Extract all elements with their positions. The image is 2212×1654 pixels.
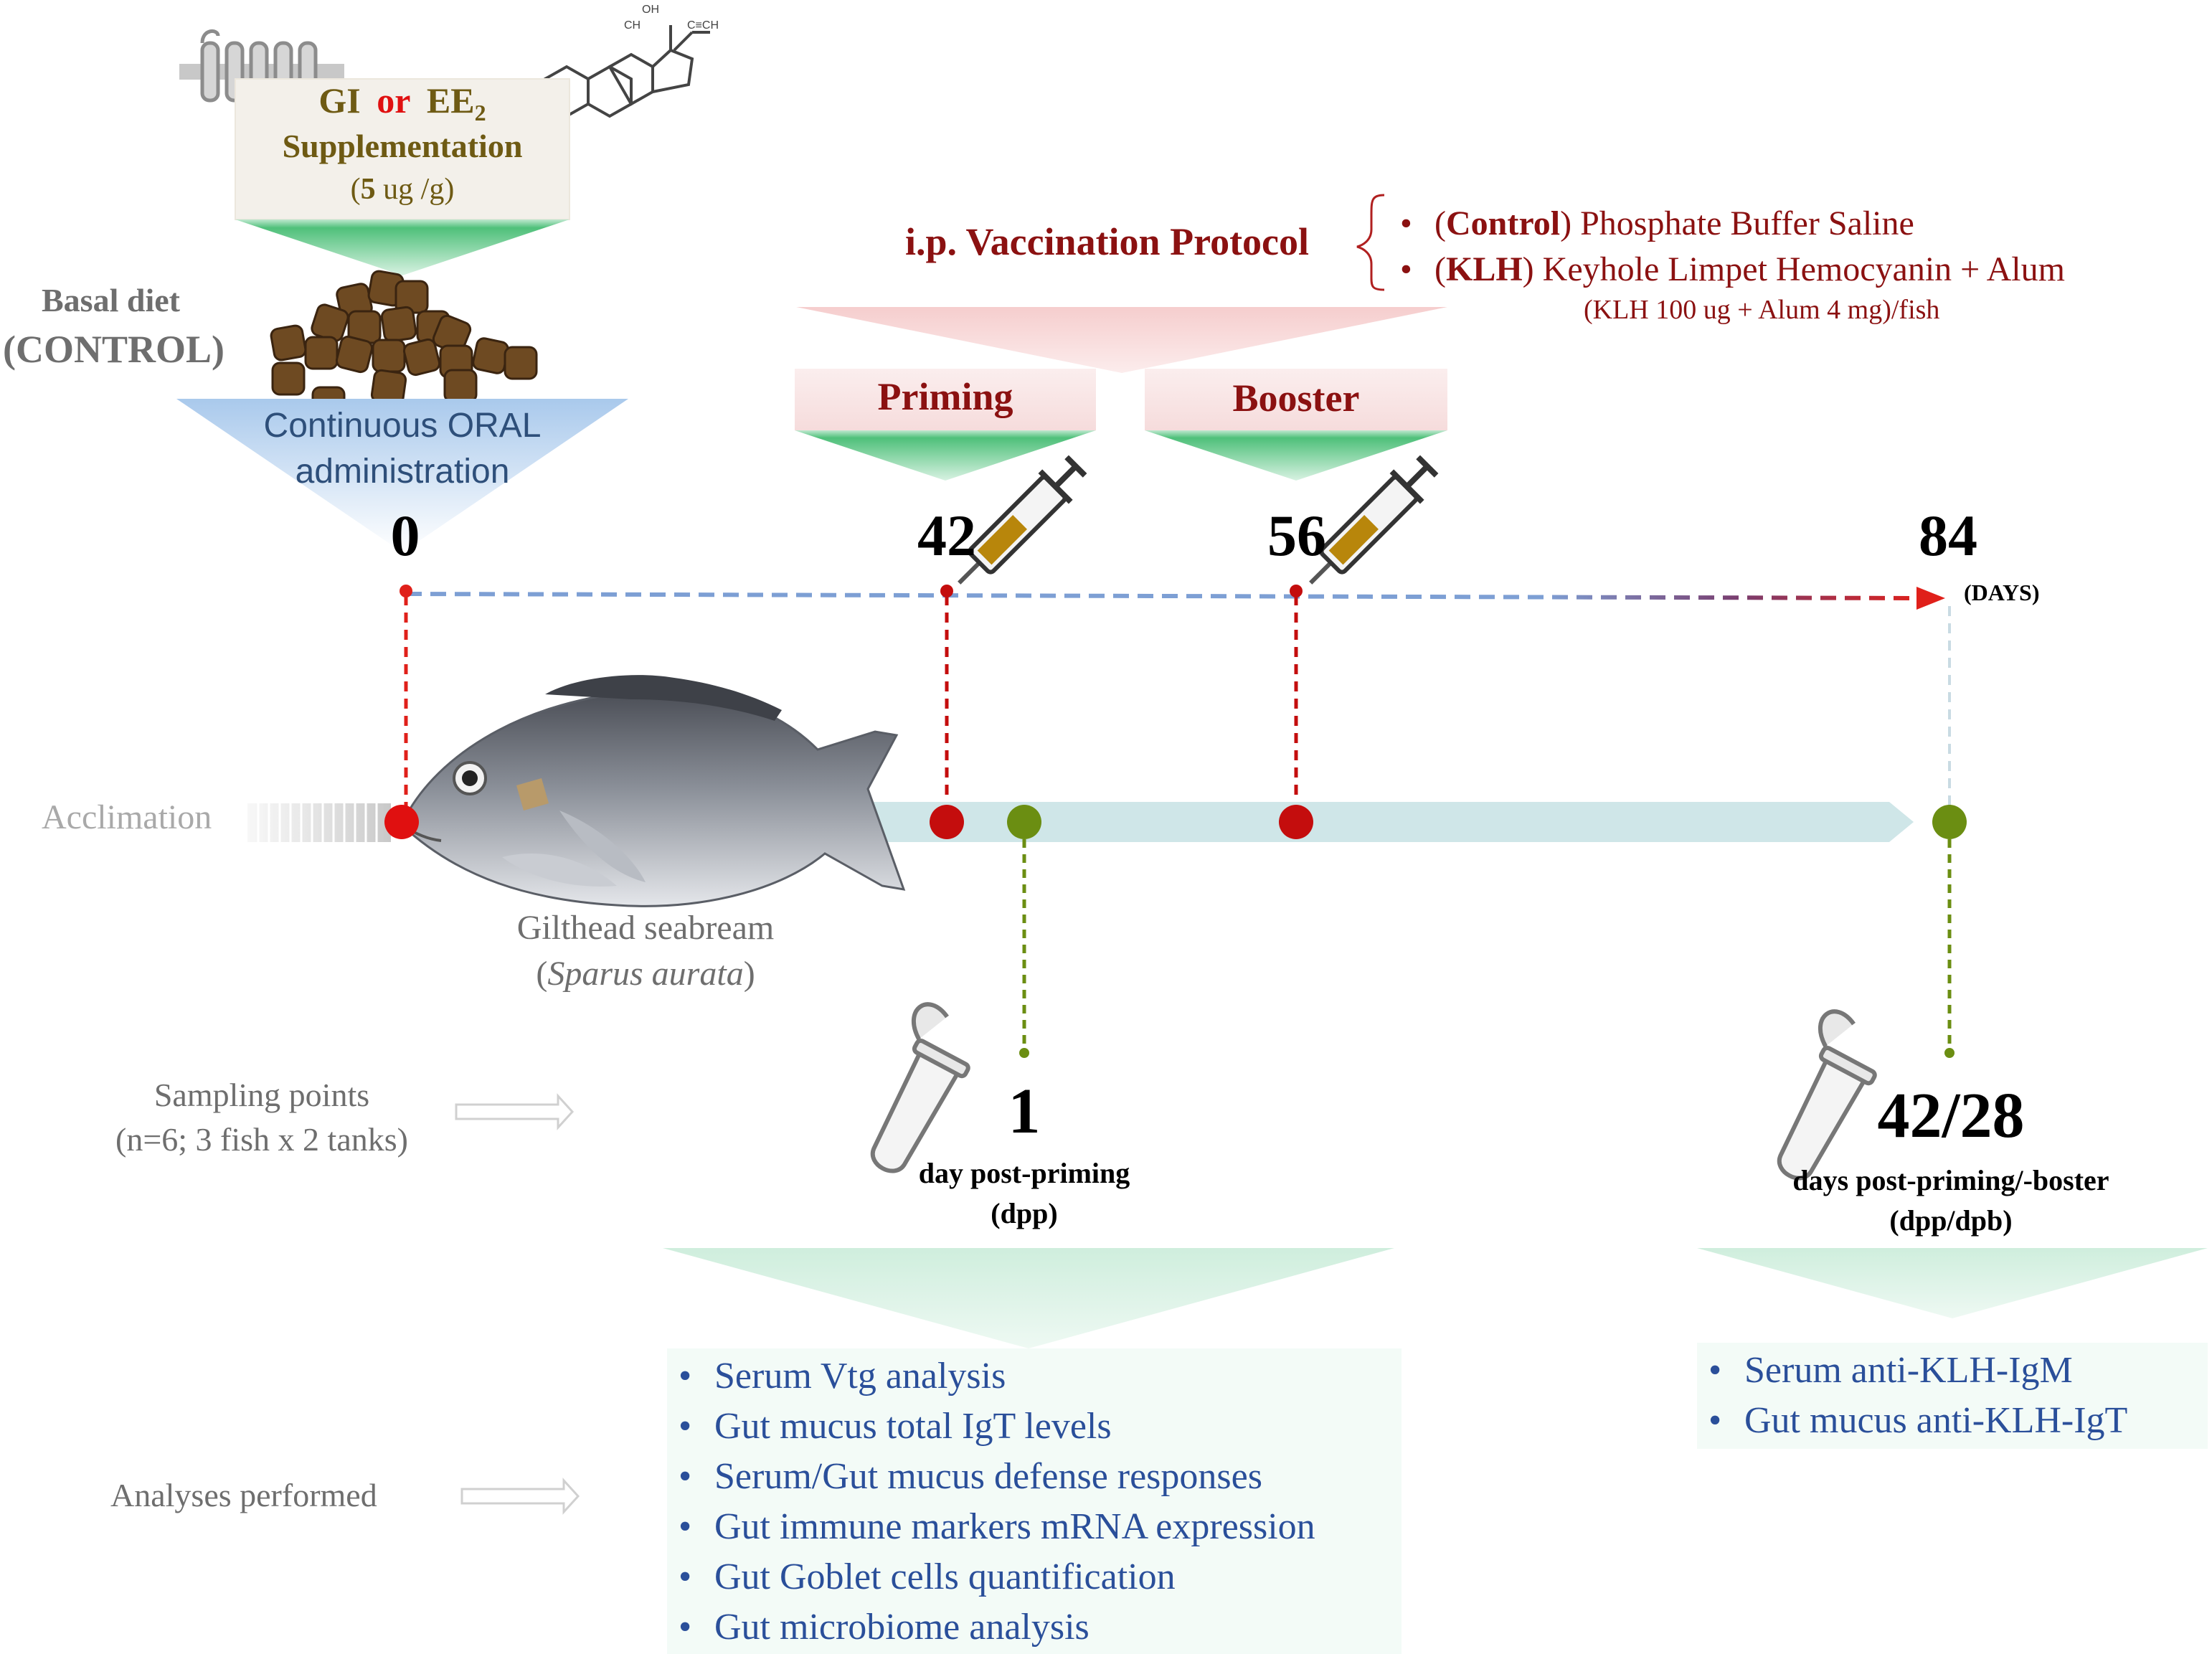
supplement-dose: (5 ug /g) <box>350 173 455 206</box>
sample-tube-icon <box>870 1002 970 1173</box>
klh-label: KLH <box>1445 250 1523 288</box>
fish-common-name: Gilthead seabream <box>516 909 775 947</box>
syringe-icon <box>1309 455 1439 585</box>
fish-icon <box>400 675 906 907</box>
day0-dot <box>400 585 412 597</box>
analysis-item: Gut immune markers mRNA expression <box>673 1502 1315 1552</box>
sampling1-line2: (dpp) <box>991 1197 1058 1229</box>
supplementation-label: Supplementation <box>282 128 523 164</box>
day-84-label: 84 <box>1919 503 1977 568</box>
analyses-right-funnel <box>1697 1248 2208 1318</box>
sampling2-line2: (dpp/dpb) <box>1889 1204 2013 1237</box>
booster-funnel <box>1145 430 1447 481</box>
sampling-arrow-icon <box>455 1093 575 1130</box>
day56-dot <box>1290 585 1303 597</box>
dose-unit: ug /g <box>383 173 445 206</box>
day0-marker <box>384 805 419 839</box>
estradiol-molecule-icon <box>544 25 710 118</box>
svg-text:CH: CH <box>624 19 641 32</box>
analyses-left-funnel <box>663 1248 1394 1348</box>
sampling-label-line1: Sampling points <box>153 1077 370 1113</box>
vaccination-note: (KLH 100 ug + Alum 4 mg)/fish <box>1584 295 1940 325</box>
sampling1-marker <box>1007 805 1041 839</box>
analyses-left-list: Serum Vtg analysis Gut mucus total IgT l… <box>673 1351 1315 1653</box>
control-label: Control <box>1445 204 1561 242</box>
ee-subscript: 2 <box>474 100 486 126</box>
vaccination-item-control: (Control) Phosphate Buffer Saline <box>1391 201 2065 247</box>
analyses-right-list: Serum anti-KLH-IgM Gut mucus anti-KLH-Ig… <box>1703 1346 2127 1446</box>
basal-diet-label: Basal diet <box>42 282 180 318</box>
fish-latin-name: (Sparus aurata) <box>536 955 755 993</box>
analysis-item: Gut Goblet cells quantification <box>673 1552 1315 1602</box>
sampling2-line1: days post-priming/-boster <box>1792 1164 2109 1196</box>
analysis-item: Serum anti-KLH-IgM <box>1703 1346 2127 1396</box>
supplement-line1: GI or EE2 <box>235 77 569 136</box>
analyses-label: Analyses performed <box>110 1477 377 1513</box>
control-diet-label: (CONTROL) <box>3 328 224 371</box>
sampling1-end-dot <box>1019 1048 1029 1058</box>
sampling1-line1: day post-priming <box>918 1157 1130 1189</box>
oral-line2: administration <box>295 453 510 491</box>
day56-marker <box>1279 805 1313 839</box>
day-0-label: 0 <box>390 503 420 568</box>
sampling2-marker <box>1932 805 1967 839</box>
booster-label: Booster <box>1232 377 1360 420</box>
supplementation-funnel <box>235 219 569 275</box>
syringe-icon <box>958 455 1087 585</box>
feed-pellets-icon <box>270 270 538 416</box>
supplementation-box <box>235 78 570 220</box>
day42-dot <box>940 585 953 597</box>
booster-box <box>1145 369 1447 430</box>
control-desc: Phosphate Buffer Saline <box>1571 204 1914 242</box>
arrow-head-icon <box>1916 587 1945 610</box>
vaccination-items: (Control) Phosphate Buffer Saline (KLH) … <box>1391 201 2065 293</box>
sample-tube-icon <box>1777 1009 1877 1181</box>
analysis-item: Serum Vtg analysis <box>673 1351 1315 1402</box>
svg-text:C≡CH: C≡CH <box>687 19 719 32</box>
vaccination-title: i.p. Vaccination Protocol <box>905 220 1310 263</box>
acclimation-stripes <box>247 803 391 842</box>
analysis-item: Gut microbiome analysis <box>673 1602 1315 1653</box>
fish-latin-italic: Sparus aurata <box>547 955 744 993</box>
days-unit-label: (DAYS) <box>1964 580 2040 605</box>
svg-text:OH: OH <box>642 4 659 16</box>
priming-label: Priming <box>877 375 1013 418</box>
analysis-item: Serum/Gut mucus defense responses <box>673 1452 1315 1502</box>
priming-funnel <box>795 430 1096 481</box>
sampling-label-line2: (n=6; 3 fish x 2 tanks) <box>115 1121 408 1158</box>
sampling2-number: 42/28 <box>1877 1080 2025 1151</box>
day42-marker <box>930 805 964 839</box>
day-56-label: 56 <box>1267 503 1326 568</box>
ee-label: EE <box>426 80 475 120</box>
vaccination-brace <box>1356 194 1385 291</box>
priming-box <box>795 369 1096 430</box>
analysis-item: Gut mucus anti-KLH-IgT <box>1703 1396 2127 1446</box>
days-axis-arrow <box>405 592 1923 600</box>
analysis-item: Gut mucus total IgT levels <box>673 1402 1315 1452</box>
vaccination-funnel <box>796 307 1447 373</box>
day-42-label: 42 <box>917 503 976 568</box>
analyses-arrow-icon <box>460 1478 580 1515</box>
oral-administration-funnel <box>176 399 628 552</box>
acclimation-label: Acclimation <box>42 798 212 836</box>
gi-label: GI <box>318 80 361 120</box>
klh-desc: Keyhole Limpet Hemocyanin + Alum <box>1533 250 2065 288</box>
vaccination-item-klh: (KLH) Keyhole Limpet Hemocyanin + Alum <box>1391 247 2065 293</box>
dose-number: 5 <box>360 173 376 206</box>
or-label: or <box>377 80 411 120</box>
sampling2-end-dot <box>1944 1048 1955 1058</box>
oral-line1: Continuous ORAL <box>263 407 542 445</box>
sampling1-number: 1 <box>1008 1076 1041 1147</box>
